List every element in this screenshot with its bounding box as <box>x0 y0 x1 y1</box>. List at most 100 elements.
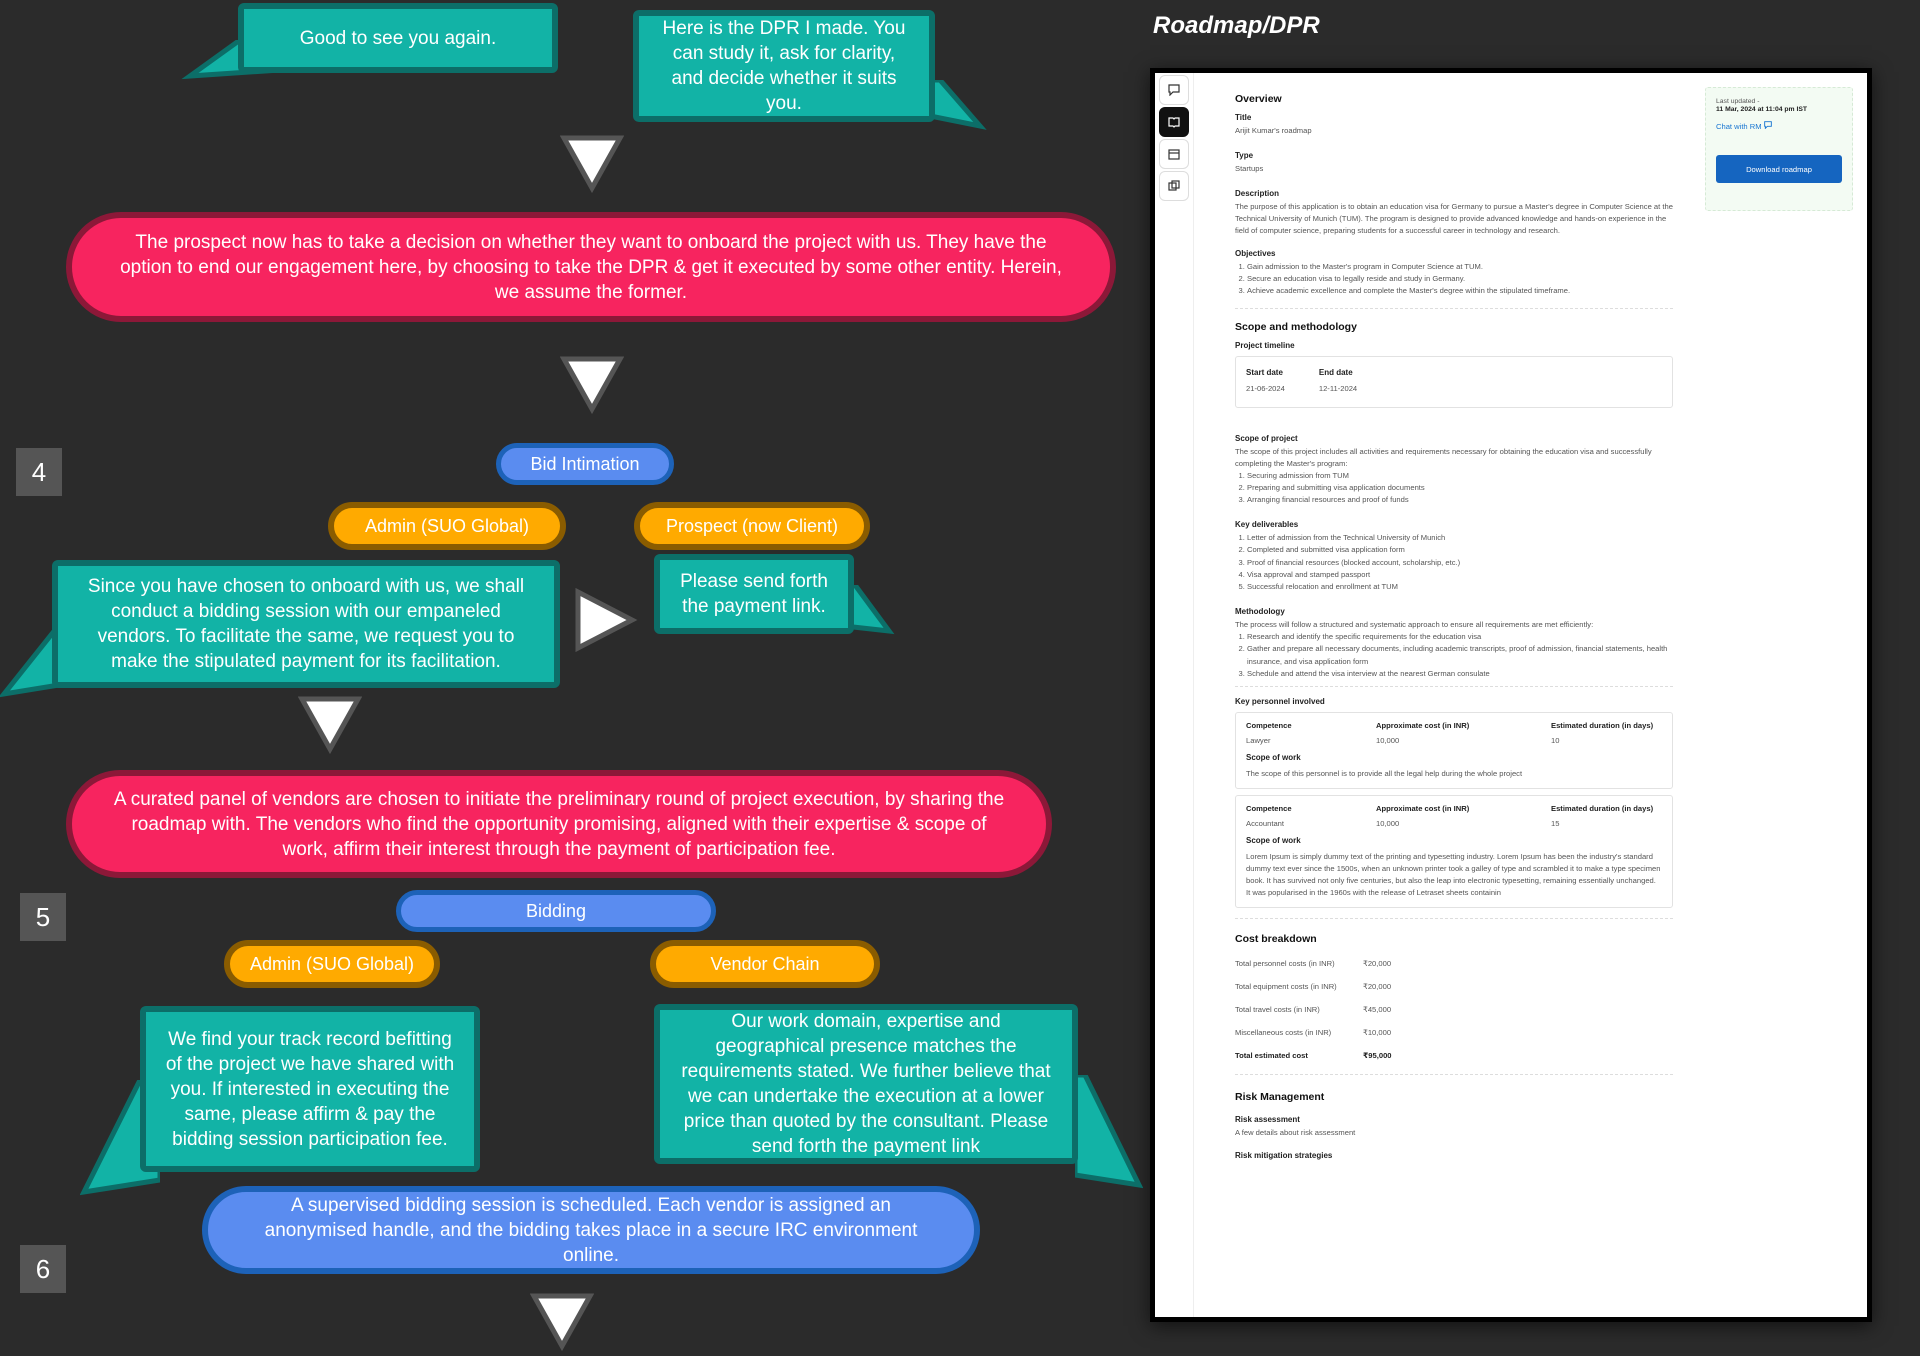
bubble-text: Here is the DPR I made. You can study it… <box>662 18 906 114</box>
copy-icon[interactable] <box>1159 171 1189 201</box>
col-duration: Estimated duration (in days) <box>1551 721 1654 731</box>
col-competence: Competence <box>1246 804 1292 814</box>
col-cost: Approximate cost (in INR) <box>1376 721 1470 731</box>
cost-breakdown-heading: Cost breakdown <box>1235 933 1317 946</box>
list-item: Successful relocation and enrollment at … <box>1247 581 1673 593</box>
admin-role-label: Admin (SUO Global) <box>328 502 566 550</box>
list-item: Gather and prepare all necessary documen… <box>1247 643 1673 667</box>
decision-banner: The prospect now has to take a decision … <box>66 212 1116 322</box>
cost-label: Total equipment costs (in INR) <box>1235 982 1337 992</box>
bubble-text: We find your track record befitting of t… <box>165 1028 455 1150</box>
col-competence: Competence <box>1246 721 1292 731</box>
total-label: Total estimated cost <box>1235 1051 1308 1061</box>
speech-bubble-greeting: Good to see you again. <box>238 3 558 73</box>
list-item: Achieve academic excellence and complete… <box>1247 285 1673 297</box>
list-item: Research and identify the specific requi… <box>1247 631 1673 643</box>
chat-icon[interactable] <box>1159 75 1189 105</box>
description-label: Description <box>1235 189 1280 198</box>
personnel-card: Competence Approximate cost (in INR) Est… <box>1235 795 1673 909</box>
methodology-intro: The process will follow a structured and… <box>1235 620 1594 630</box>
list-item: Gain admission to the Master's program i… <box>1247 261 1673 273</box>
cost-label: Total personnel costs (in INR) <box>1235 959 1335 969</box>
risk-assessment-label: Risk assessment <box>1235 1115 1300 1125</box>
type-label: Type <box>1235 151 1254 160</box>
speech-bubble-dpr: Here is the DPR I made. You can study it… <box>633 10 935 122</box>
scope-list: Securing admission from TUM Preparing an… <box>1235 470 1673 507</box>
cost-row: Total equipment costs (in INR) ₹20,000 <box>1235 982 1673 991</box>
last-updated-value: 11 Mar, 2024 at 11:04 pm IST <box>1716 106 1808 113</box>
speech-tail <box>1075 1075 1143 1189</box>
col-cost: Approximate cost (in INR) <box>1376 804 1470 814</box>
scope-of-work-label: Scope of work <box>1246 836 1301 846</box>
step-number-6: 6 <box>20 1245 66 1293</box>
cost-label: Miscellaneous costs (in INR) <box>1235 1028 1332 1038</box>
list-item: Schedule and attend the visa interview a… <box>1247 668 1673 680</box>
list-item: Visa approval and stamped passport <box>1247 569 1673 581</box>
banner-text: The prospect now has to take a decision … <box>120 231 1062 303</box>
vendor-chain-label: Vendor Chain <box>650 940 880 988</box>
methodology-label: Methodology <box>1235 607 1285 617</box>
cost-row: Total travel costs (in INR) ₹45,000 <box>1235 1005 1673 1014</box>
key-personnel-label: Key personnel involved <box>1235 697 1325 707</box>
arrow-down-icon <box>298 696 362 755</box>
scope-intro: The scope of this project includes all a… <box>1235 446 1652 468</box>
deliverables-list: Letter of admission from the Technical U… <box>1235 532 1673 593</box>
arrow-down-icon <box>530 1293 594 1352</box>
title-value: Arijit Kumar's roadmap <box>1235 126 1312 135</box>
scope-of-work-value: Lorem Ipsum is simply dummy text of the … <box>1246 852 1661 898</box>
list-item: Proof of financial resources (blocked ac… <box>1247 557 1673 569</box>
bid-intimation-label: Bid Intimation <box>496 443 674 485</box>
banner-text: A supervised bidding session is schedule… <box>264 1194 918 1266</box>
start-date-label: Start date <box>1246 368 1283 378</box>
cost-value: ₹20,000 <box>1363 982 1392 992</box>
roadmap-side-card: Last updated - 11 Mar, 2024 at 11:04 pm … <box>1705 87 1853 211</box>
cost-value: ₹10,000 <box>1363 1028 1392 1038</box>
bubble-text: Good to see you again. <box>299 27 497 49</box>
cost-value: 10,000 <box>1376 819 1400 829</box>
cost-value: 10,000 <box>1376 736 1400 746</box>
step-number-5: 5 <box>20 893 66 941</box>
list-item: Secure an education visa to legally resi… <box>1247 273 1673 285</box>
cost-row: Total personnel costs (in INR) ₹20,000 <box>1235 959 1673 968</box>
cost-value: ₹45,000 <box>1363 1005 1392 1015</box>
cost-value: ₹20,000 <box>1363 959 1392 969</box>
arrow-right-icon <box>575 588 638 652</box>
total-value: ₹95,000 <box>1363 1051 1392 1061</box>
duration-value: 10 <box>1551 736 1560 746</box>
objectives-list: Gain admission to the Master's program i… <box>1235 261 1673 298</box>
speech-bubble-vendor-reply: Our work domain, expertise and geographi… <box>654 1004 1078 1164</box>
download-roadmap-button[interactable]: Download roadmap <box>1716 155 1842 183</box>
list-item: Letter of admission from the Technical U… <box>1247 532 1673 544</box>
timeline-box: Start date 21-06-2024 End date 12-11-202… <box>1235 355 1673 408</box>
list-item: Securing admission from TUM <box>1247 470 1673 482</box>
risk-management-heading: Risk Management <box>1235 1091 1325 1104</box>
list-item: Arranging financial resources and proof … <box>1247 494 1673 506</box>
list-item: Completed and submitted visa application… <box>1247 544 1673 556</box>
chat-with-rm-link[interactable]: Chat with RM <box>1716 121 1842 131</box>
title-label: Title <box>1235 113 1252 122</box>
col-duration: Estimated duration (in days) <box>1551 804 1654 814</box>
bidding-label: Bidding <box>396 890 716 932</box>
bubble-text: Our work domain, expertise and geographi… <box>681 1011 1051 1157</box>
methodology-list: Research and identify the specific requi… <box>1235 631 1673 680</box>
cost-row: Miscellaneous costs (in INR) ₹10,000 <box>1235 1028 1673 1037</box>
prospect-role-label: Prospect (now Client) <box>634 502 870 550</box>
scope-of-project-label: Scope of project <box>1235 433 1298 443</box>
scope-methodology-heading: Scope and methodology <box>1235 320 1357 333</box>
key-deliverables-label: Key deliverables <box>1235 520 1299 530</box>
calendar-icon[interactable] <box>1159 139 1189 169</box>
book-icon[interactable] <box>1159 107 1189 137</box>
speech-bubble-payment-link: Please send forth the payment link. <box>654 554 854 634</box>
curated-panel-banner: A curated panel of vendors are chosen to… <box>66 770 1052 878</box>
project-timeline-label: Project timeline <box>1235 340 1295 350</box>
speech-bubble-onboard: Since you have chosen to onboard with us… <box>52 560 560 688</box>
arrow-down-icon <box>560 135 624 194</box>
chat-with-rm-text: Chat with RM <box>1716 122 1762 131</box>
risk-assessment-value: A few details about risk assessment <box>1235 1128 1356 1138</box>
scope-of-work-label: Scope of work <box>1246 753 1301 763</box>
arrow-down-icon <box>560 356 624 415</box>
roadmap-title: Roadmap/DPR <box>1153 12 1320 39</box>
banner-text: A curated panel of vendors are chosen to… <box>113 788 1005 860</box>
doc-content: Overview Title Arijit Kumar's roadmap Ty… <box>1235 87 1673 1163</box>
list-item: Preparing and submitting visa applicatio… <box>1247 482 1673 494</box>
